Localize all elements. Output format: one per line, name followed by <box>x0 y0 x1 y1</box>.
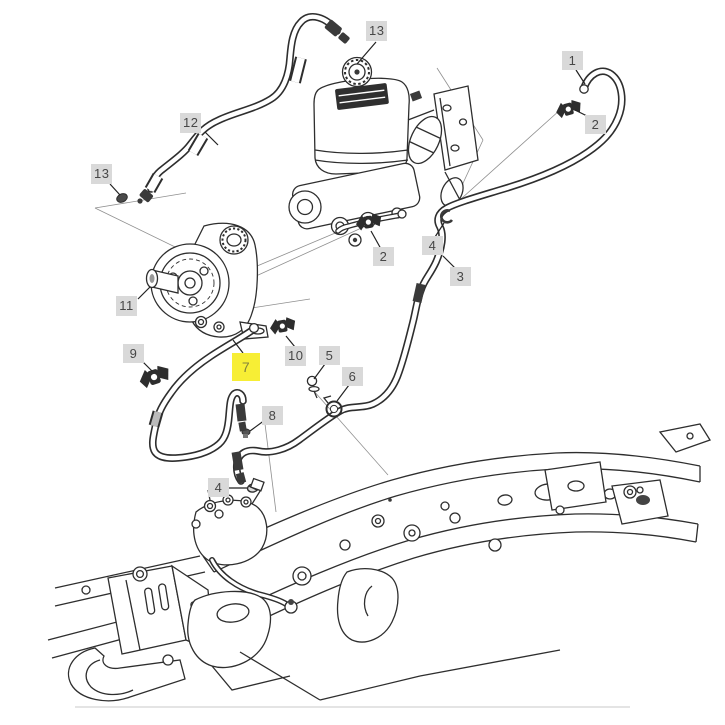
callout-4-lower[interactable]: 4 <box>208 478 229 497</box>
callout-12[interactable]: 12 <box>180 113 202 133</box>
hose-1-3-drawing <box>231 71 622 484</box>
callout-10[interactable]: 10 <box>285 346 307 366</box>
pipe-end-drawing <box>338 209 407 231</box>
callout-8[interactable]: 8 <box>262 406 283 425</box>
callout-7-highlighted[interactable]: 7 <box>232 353 260 381</box>
clip-10-drawing <box>268 315 297 336</box>
callout-13-top[interactable]: 13 <box>366 21 388 41</box>
master-cylinder-drawing <box>288 56 479 247</box>
clip-13-left-drawing <box>116 193 128 203</box>
frame-drawing <box>47 423 711 702</box>
hose-7-drawing <box>148 322 260 459</box>
callout-13-left[interactable]: 13 <box>91 164 113 184</box>
clamp-6-drawing <box>322 395 343 418</box>
callout-4-mid[interactable]: 4 <box>422 236 443 255</box>
callout-5[interactable]: 5 <box>319 346 340 365</box>
callout-1[interactable]: 1 <box>562 51 583 70</box>
callout-leader-lines <box>109 41 590 489</box>
bolt-5-drawing <box>306 375 320 399</box>
clip-2-upper-drawing <box>554 97 584 120</box>
callout-2-mid[interactable]: 2 <box>373 247 394 266</box>
hose-12-drawing <box>137 17 350 204</box>
callout-6[interactable]: 6 <box>342 367 363 386</box>
callout-9[interactable]: 9 <box>123 344 144 363</box>
callout-3[interactable]: 3 <box>450 267 471 286</box>
clip-9-drawing <box>136 362 173 390</box>
clip-4-mid-drawing <box>439 209 454 224</box>
callout-11[interactable]: 11 <box>116 296 137 316</box>
power-steering-pump-drawing <box>145 222 269 340</box>
callout-2-upper[interactable]: 2 <box>585 115 606 134</box>
